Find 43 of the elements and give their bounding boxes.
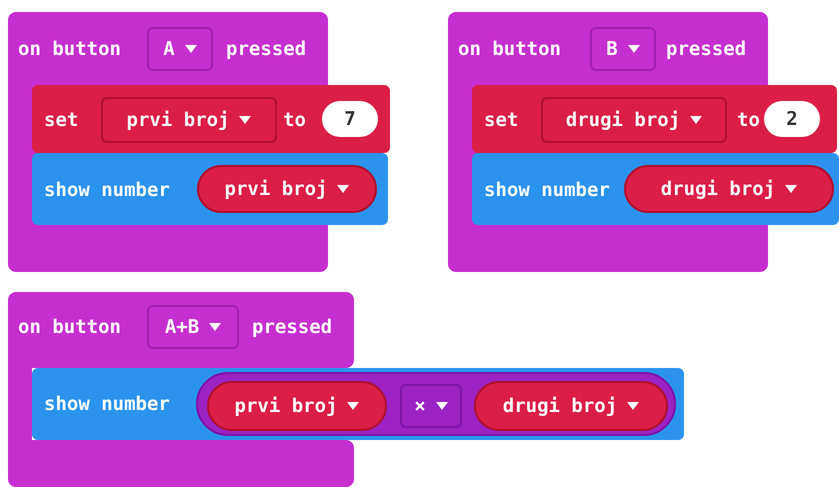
dropdown-field bbox=[101, 97, 277, 143]
number-field bbox=[764, 101, 820, 137]
block-label: to bbox=[283, 108, 306, 132]
dropdown-value: prvi broj bbox=[224, 178, 328, 200]
reporter-block bbox=[207, 381, 387, 431]
statement-block bbox=[472, 85, 837, 153]
block-label: pressed bbox=[666, 37, 746, 61]
dropdown-value: prvi broj bbox=[234, 395, 338, 417]
number-field bbox=[322, 101, 378, 137]
statement-block bbox=[32, 368, 684, 440]
reporter-block bbox=[624, 165, 834, 213]
block-label: show number bbox=[484, 178, 610, 202]
block-label: on button bbox=[18, 37, 121, 61]
block-label: set bbox=[484, 108, 518, 132]
dropdown-value: A bbox=[163, 38, 175, 60]
dropdown-field bbox=[541, 97, 727, 143]
reporter-block bbox=[197, 165, 377, 213]
block-label: on button bbox=[18, 315, 121, 339]
dropdown-field bbox=[147, 27, 213, 71]
dropdown-field bbox=[147, 305, 239, 349]
block-label: set bbox=[44, 108, 78, 132]
block-label: pressed bbox=[226, 37, 306, 61]
dropdown-value: drugi broj bbox=[566, 109, 680, 131]
number-value: 2 bbox=[786, 108, 798, 130]
event-block bbox=[8, 292, 354, 368]
block-label: show number bbox=[44, 392, 170, 416]
number-value: 7 bbox=[344, 108, 356, 130]
dropdown-value: × bbox=[414, 395, 426, 417]
dropdown-value: drugi broj bbox=[502, 395, 618, 417]
dropdown-value: A+B bbox=[164, 316, 200, 338]
statement-block bbox=[32, 85, 390, 153]
reporter-block bbox=[474, 381, 668, 431]
dropdown-value: B bbox=[606, 38, 618, 60]
dropdown-value: prvi broj bbox=[126, 109, 230, 131]
dropdown-value: drugi broj bbox=[660, 178, 776, 200]
statement-block bbox=[32, 153, 388, 225]
block-label: show number bbox=[44, 178, 170, 202]
block-label: pressed bbox=[252, 315, 332, 339]
dropdown-field bbox=[400, 384, 462, 428]
block-label: on button bbox=[458, 37, 561, 61]
dropdown-field bbox=[590, 27, 656, 71]
block-label: to bbox=[737, 108, 760, 132]
statement-block bbox=[472, 153, 839, 225]
